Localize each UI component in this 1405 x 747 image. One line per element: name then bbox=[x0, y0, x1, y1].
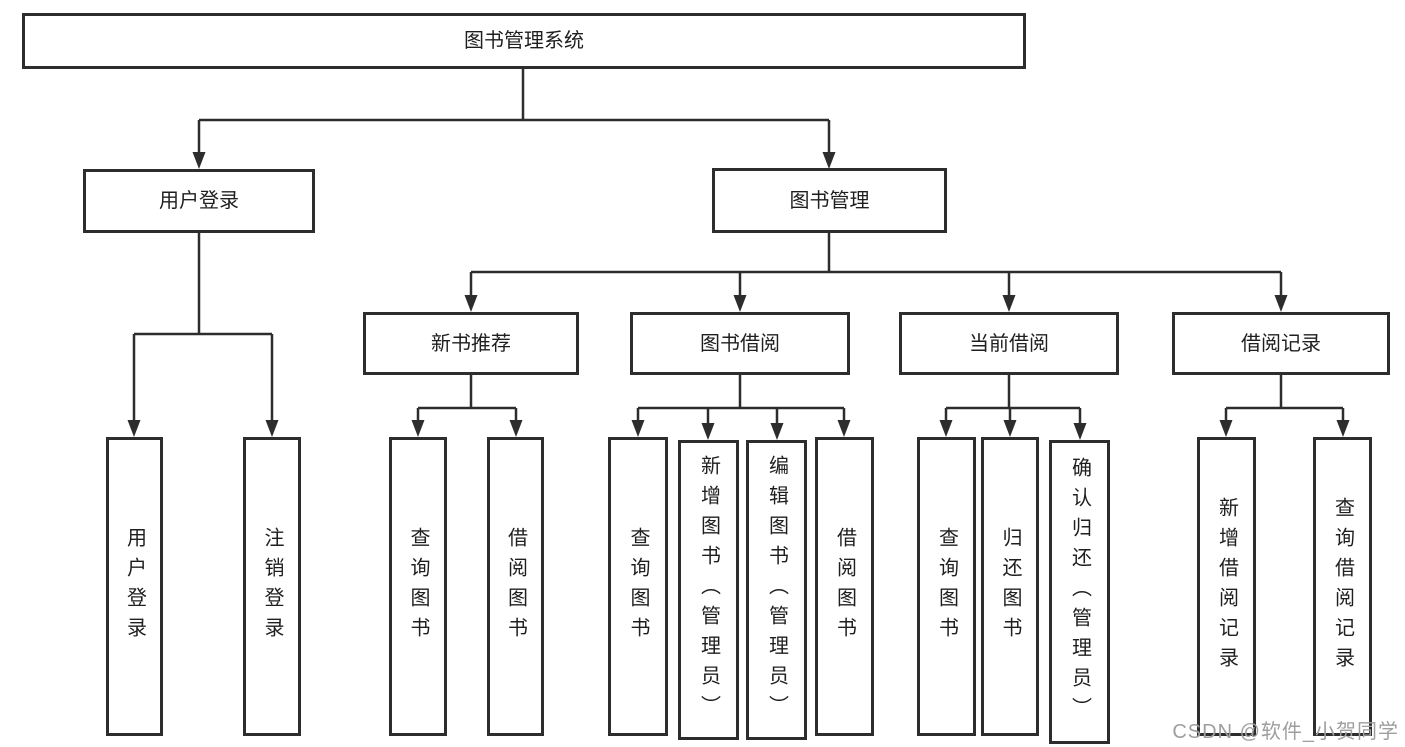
node-label: 用户登录 bbox=[123, 526, 146, 647]
node-user-login: 用户登录 bbox=[83, 169, 315, 233]
node-label: 图书管理系统 bbox=[464, 30, 584, 52]
node-label: 新增图书（管理员） bbox=[697, 455, 720, 725]
node-new-book-recommendation: 新书推荐 bbox=[363, 312, 579, 375]
node-label: 查询图书 bbox=[935, 526, 958, 647]
node-leaf-edit-books-admin: 编辑图书（管理员） bbox=[746, 440, 807, 740]
node-leaf-query-books-recommend: 查询图书 bbox=[389, 437, 447, 736]
node-label: 查询图书 bbox=[407, 526, 429, 647]
node-label: 用户登录 bbox=[159, 190, 239, 212]
node-leaf-borrow-books: 借阅图书 bbox=[815, 437, 874, 736]
node-label: 图书借阅 bbox=[700, 332, 780, 355]
node-leaf-confirm-return-admin: 确认归还（管理员） bbox=[1049, 440, 1110, 744]
node-label: 借阅记录 bbox=[1241, 332, 1321, 355]
node-leaf-query-books-current: 查询图书 bbox=[917, 437, 976, 736]
node-book-management: 图书管理 bbox=[712, 168, 947, 233]
node-label: 查询借阅记录 bbox=[1331, 496, 1354, 677]
node-book-management-system: 图书管理系统 bbox=[22, 13, 1026, 69]
node-current-borrowing: 当前借阅 bbox=[899, 312, 1119, 375]
node-label: 查询图书 bbox=[627, 526, 649, 647]
node-book-borrowing: 图书借阅 bbox=[630, 312, 850, 375]
node-leaf-borrow-books-recommend: 借阅图书 bbox=[487, 437, 544, 736]
node-leaf-query-books-borrow: 查询图书 bbox=[608, 437, 668, 736]
node-label: 归还图书 bbox=[999, 526, 1021, 647]
node-leaf-user-login: 用户登录 bbox=[106, 437, 163, 736]
node-label: 编辑图书（管理员） bbox=[765, 455, 788, 725]
node-label: 确认归还（管理员） bbox=[1068, 457, 1091, 727]
node-label: 注销登录 bbox=[261, 526, 283, 647]
node-label: 借阅图书 bbox=[833, 526, 856, 647]
node-label: 当前借阅 bbox=[969, 332, 1049, 355]
node-leaf-add-books-admin: 新增图书（管理员） bbox=[678, 440, 739, 740]
node-leaf-add-borrow-record: 新增借阅记录 bbox=[1197, 437, 1256, 736]
node-label: 借阅图书 bbox=[504, 526, 527, 647]
node-label: 新书推荐 bbox=[431, 332, 511, 355]
node-label: 新增借阅记录 bbox=[1215, 496, 1238, 677]
node-borrowing-records: 借阅记录 bbox=[1172, 312, 1390, 375]
node-leaf-logout: 注销登录 bbox=[243, 437, 301, 736]
watermark-text: CSDN @软件_小贺同学 bbox=[1172, 721, 1399, 743]
node-label: 图书管理 bbox=[789, 189, 870, 212]
node-leaf-return-books: 归还图书 bbox=[981, 437, 1039, 736]
node-leaf-query-borrow-record: 查询借阅记录 bbox=[1313, 437, 1372, 736]
